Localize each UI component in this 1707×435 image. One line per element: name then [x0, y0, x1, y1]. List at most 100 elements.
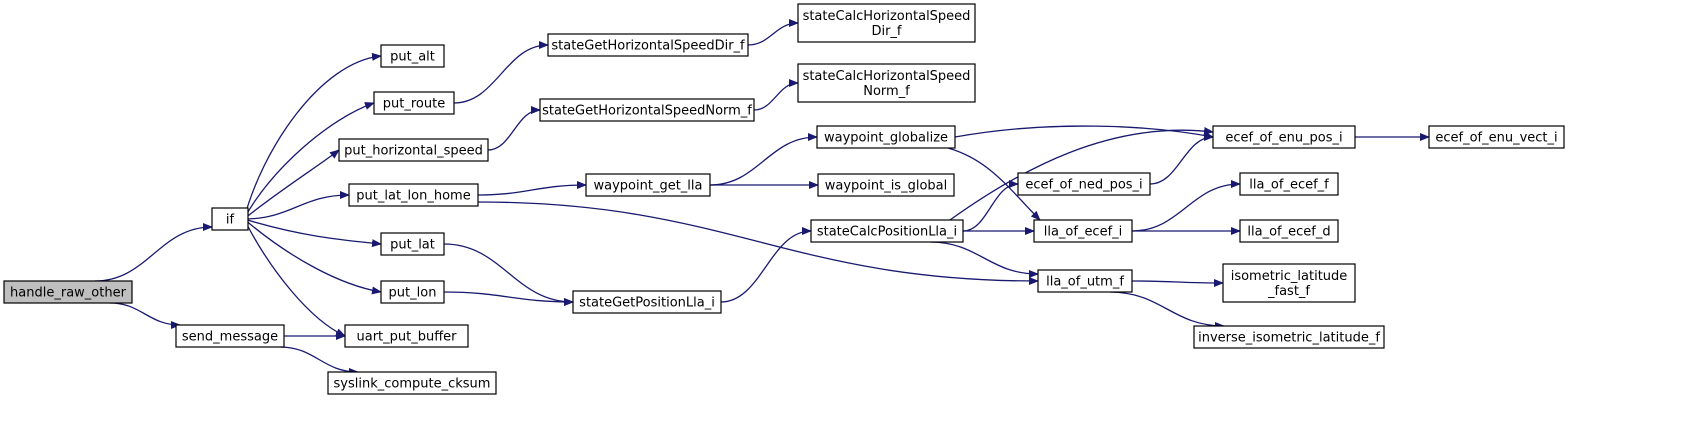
edge-put-route-to-stategethorizontalspeeddir-f	[453, 41, 549, 104]
node-put-alt[interactable]: put_alt	[380, 44, 445, 68]
node-handle-raw-other[interactable]: handle_raw_other	[3, 280, 133, 304]
node-label: put_alt	[390, 50, 435, 65]
node-label: put_lat	[390, 238, 435, 253]
node-label: syslink_compute_cksum	[334, 377, 491, 392]
node-put-route[interactable]: put_route	[373, 91, 455, 115]
node-waypoint-is-global[interactable]: waypoint_is_global	[817, 173, 955, 197]
edge-waypoint-globalize-to-lla-of-ecef-i	[947, 147, 1041, 221]
edge-if-to-put-horizontal-speed	[243, 149, 340, 220]
node-label: send_message	[182, 330, 278, 345]
node-box	[338, 138, 489, 162]
node-lla-of-ecef-f[interactable]: lla_of_ecef_f	[1239, 172, 1339, 196]
node-layer: handle_raw_other if send_message put_altput…	[3, 3, 1565, 395]
node-box	[1222, 263, 1356, 303]
edge-lla-of-utm-f-to-isometric-latitude-fast-f	[1131, 278, 1224, 287]
edge-statecalcpositionlla-i-to-ecef-of-enu-pos-i	[949, 126, 1214, 221]
edge-statecalcpositionlla-i-to-ecef-of-ned-pos-i	[962, 180, 1019, 232]
node-put-lon[interactable]: put_lon	[380, 280, 445, 304]
edge-if-to-put-alt	[243, 52, 382, 220]
node-label: Norm_f	[863, 84, 910, 99]
edge-if-to-put-route	[243, 102, 375, 220]
node-stategethorizontalspeeddir-f[interactable]: stateGetHorizontalSpeedDir_f	[547, 33, 749, 57]
node-box	[380, 44, 445, 68]
node-label: ecef_of_enu_vect_i	[1435, 131, 1557, 146]
node-box	[1239, 219, 1339, 243]
node-inverse-isometric-latitude-f[interactable]: inverse_isometric_latitude_f	[1193, 325, 1385, 349]
node-box	[817, 173, 955, 197]
node-label: lla_of_utm_f	[1046, 275, 1124, 290]
node-box	[572, 290, 722, 314]
node-label: put_route	[383, 97, 445, 112]
node-label: put_lat_lon_home	[356, 189, 470, 204]
node-ecef-of-enu-vect-i[interactable]: ecef_of_enu_vect_i	[1428, 125, 1565, 149]
node-box	[797, 63, 976, 103]
edge-waypoint-globalize-to-ecef-of-enu-pos-i	[954, 125, 1214, 140]
edge-put-lat-lon-home-to-lla-of-utm-f	[477, 201, 1039, 285]
edge-handle-raw-other-to-send-message	[109, 302, 181, 329]
node-label: ecef_of_enu_pos_i	[1225, 131, 1342, 146]
node-box	[380, 232, 445, 256]
node-box	[344, 324, 469, 348]
node-box	[1037, 269, 1133, 293]
node-label: handle_raw_other	[10, 286, 127, 301]
node-label: waypoint_globalize	[824, 131, 948, 146]
node-box	[211, 207, 249, 231]
node-isometric-latitude-fast-f[interactable]: isometric_latitude_fast_f	[1222, 263, 1356, 303]
node-box	[1428, 125, 1565, 149]
node-lla-of-utm-f[interactable]: lla_of_utm_f	[1037, 269, 1133, 293]
node-syslink-compute-cksum[interactable]: syslink_compute_cksum	[327, 371, 497, 395]
node-label: stateCalcHorizontalSpeed	[803, 9, 971, 24]
node-box	[1239, 172, 1339, 196]
edge-if-to-put-lon	[243, 218, 382, 295]
edge-if-to-uart-put-buffer	[243, 218, 346, 337]
node-if[interactable]: if	[211, 207, 249, 231]
node-lla-of-ecef-i[interactable]: lla_of_ecef_i	[1033, 219, 1133, 243]
edge-put-lat-lon-home-to-waypoint-get-lla	[477, 181, 587, 196]
node-label: Dir_f	[871, 24, 901, 39]
node-send-message[interactable]: send_message	[175, 324, 285, 348]
node-label: inverse_isometric_latitude_f	[1198, 331, 1380, 346]
edge-waypoint-get-lla-to-waypoint-globalize	[709, 133, 818, 186]
node-put-lat-lon-home[interactable]: put_lat_lon_home	[348, 183, 479, 207]
node-statecalcpositionlla-i[interactable]: stateCalcPositionLla_i	[810, 219, 964, 243]
edge-lla-of-utm-f-to-inverse-isometric-latitude-f	[1109, 291, 1225, 330]
node-waypoint-get-lla[interactable]: waypoint_get_lla	[585, 173, 711, 197]
edge-stategethorizontalspeeddir-f-to-statecalchorizontalspeeddir-f	[747, 19, 799, 46]
node-uart-put-buffer[interactable]: uart_put_buffer	[344, 324, 469, 348]
node-label: stateCalcPositionLla_i	[817, 225, 957, 240]
node-box	[327, 371, 497, 395]
edge-ecef-of-ned-pos-i-to-ecef-of-enu-pos-i	[1149, 133, 1214, 185]
edge-stategethorizontalspeednorm-f-to-statecalchorizontalspeednorm-f	[753, 79, 799, 111]
node-label: uart_put_buffer	[356, 330, 457, 345]
edge-handle-raw-other-to-if	[94, 223, 213, 282]
node-lla-of-ecef-d[interactable]: lla_of_ecef_d	[1239, 219, 1339, 243]
edge-lla-of-ecef-i-to-lla-of-ecef-f	[1131, 180, 1241, 232]
node-stategetpositionlla-i[interactable]: stateGetPositionLla_i	[572, 290, 722, 314]
node-box	[175, 324, 285, 348]
node-label: if	[226, 213, 235, 228]
node-box	[1033, 219, 1133, 243]
node-box	[1017, 172, 1151, 196]
node-ecef-of-enu-pos-i[interactable]: ecef_of_enu_pos_i	[1212, 125, 1356, 149]
node-box	[348, 183, 479, 207]
node-label: waypoint_is_global	[825, 179, 947, 194]
edge-put-horizontal-speed-to-stategethorizontalspeednorm-f	[487, 106, 541, 151]
node-label: _fast_f	[1267, 284, 1310, 299]
node-box	[1193, 325, 1385, 349]
node-box	[585, 173, 711, 197]
node-box	[797, 3, 976, 43]
node-ecef-of-ned-pos-i[interactable]: ecef_of_ned_pos_i	[1017, 172, 1151, 196]
node-label: ecef_of_ned_pos_i	[1025, 178, 1142, 193]
node-put-lat[interactable]: put_lat	[380, 232, 445, 256]
node-box	[380, 280, 445, 304]
node-waypoint-globalize[interactable]: waypoint_globalize	[816, 125, 956, 149]
node-put-horizontal-speed[interactable]: put_horizontal_speed	[338, 138, 489, 162]
node-label: stateGetHorizontalSpeedNorm_f	[542, 104, 752, 119]
edge-if-to-put-lat	[243, 218, 382, 248]
node-stategethorizontalspeednorm-f[interactable]: stateGetHorizontalSpeedNorm_f	[539, 98, 755, 122]
node-label: put_lon	[389, 286, 437, 301]
edge-send-message-to-syslink-compute-cksum	[279, 346, 359, 376]
